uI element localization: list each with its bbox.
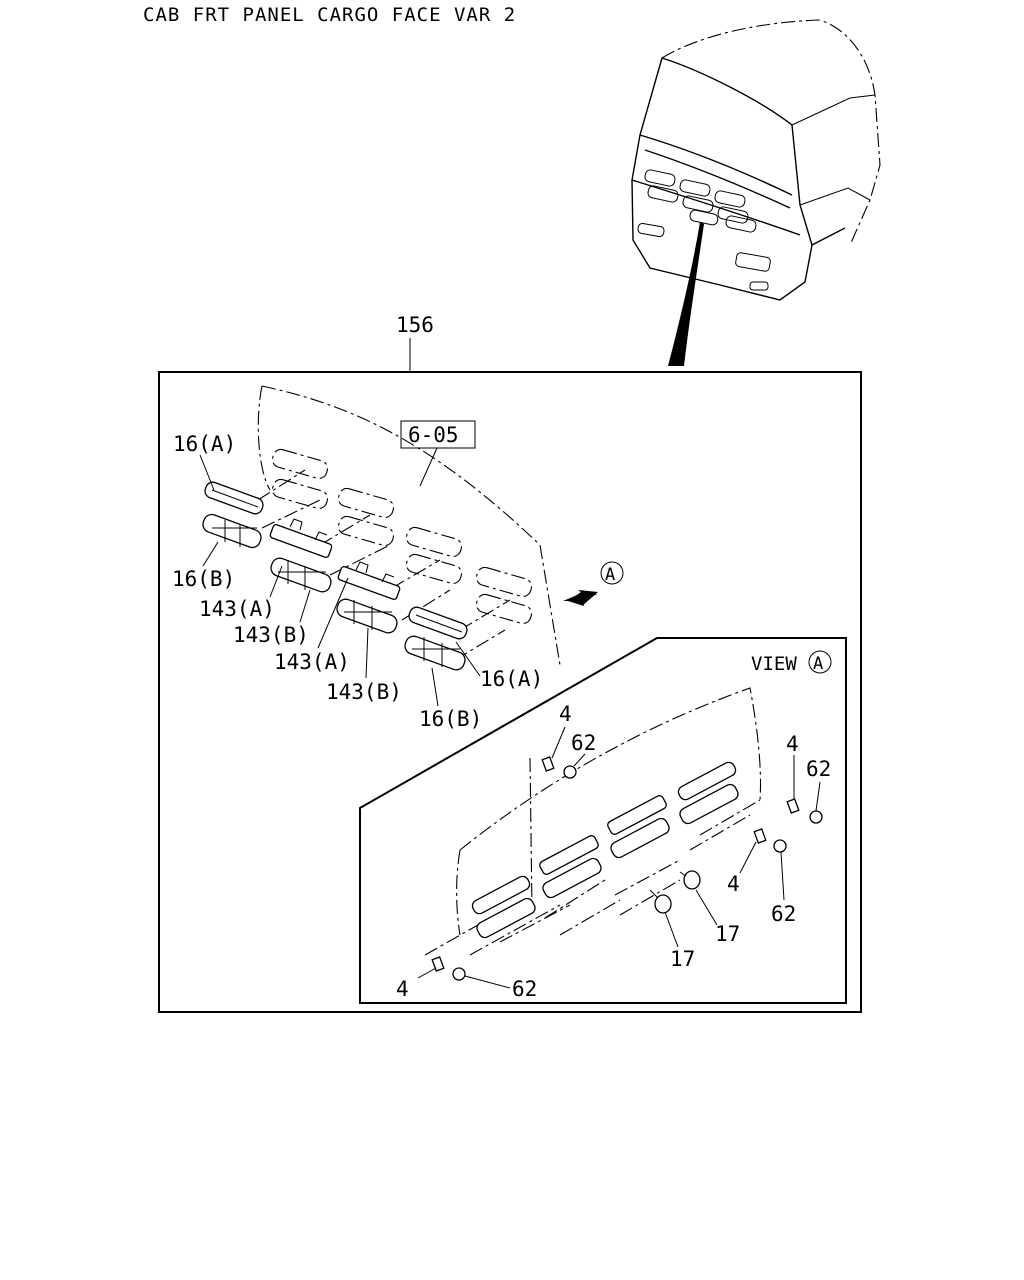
callout-16b-right: 16(B) xyxy=(419,707,482,731)
assembly-frame xyxy=(158,371,862,1013)
view-a-inset-frame xyxy=(359,637,847,1004)
ref-box-6-05 xyxy=(400,420,476,449)
callout-4-top: 4 xyxy=(559,702,572,726)
view-a-label: VIEW xyxy=(751,653,797,675)
view-a-marker-circle xyxy=(600,561,624,585)
grille-16b-left xyxy=(202,513,262,549)
callout-143a-1: 143(A) xyxy=(199,597,275,621)
cab-overview-illustration xyxy=(631,19,881,366)
callout-16a-right: 16(A) xyxy=(480,667,543,691)
grille-143b-1 xyxy=(270,557,332,593)
callout-17-b: 17 xyxy=(670,947,695,971)
view-a-direction-arrow xyxy=(563,590,598,606)
grille-panel-exploded xyxy=(199,385,561,707)
callout-62-mid: 62 xyxy=(771,902,796,926)
grille-16b-right xyxy=(404,635,466,671)
callout-4-right: 4 xyxy=(786,732,799,756)
view-a-label-circle xyxy=(808,650,832,674)
callout-17-a: 17 xyxy=(715,922,740,946)
diagram-title: CAB FRT PANEL CARGO FACE VAR 2 xyxy=(143,4,516,26)
ref-box-label: 6-05 xyxy=(408,423,459,447)
grille-143b-2 xyxy=(336,598,398,634)
callout-16b-left: 16(B) xyxy=(172,567,235,591)
grille-16a-right xyxy=(408,606,468,640)
callout-62-right: 62 xyxy=(806,757,831,781)
callout-143b-2: 143(B) xyxy=(326,680,402,704)
callout-156: 156 xyxy=(396,313,434,337)
callout-62-top: 62 xyxy=(571,731,596,755)
callout-143b-1: 143(B) xyxy=(233,623,309,647)
grille-16a-left xyxy=(204,481,264,515)
callout-62-bottom: 62 xyxy=(512,977,537,1001)
callout-143a-2: 143(A) xyxy=(274,650,350,674)
grille-143a-2 xyxy=(337,561,401,600)
view-a-marker-letter: A xyxy=(605,565,615,585)
view-a-rear-assembly xyxy=(417,687,823,989)
callout-4-mid: 4 xyxy=(727,872,740,896)
grille-143a-1 xyxy=(269,518,333,558)
view-a-label-letter: A xyxy=(813,654,823,674)
callout-4-bottom: 4 xyxy=(396,977,409,1001)
callout-16a-left: 16(A) xyxy=(173,432,236,456)
